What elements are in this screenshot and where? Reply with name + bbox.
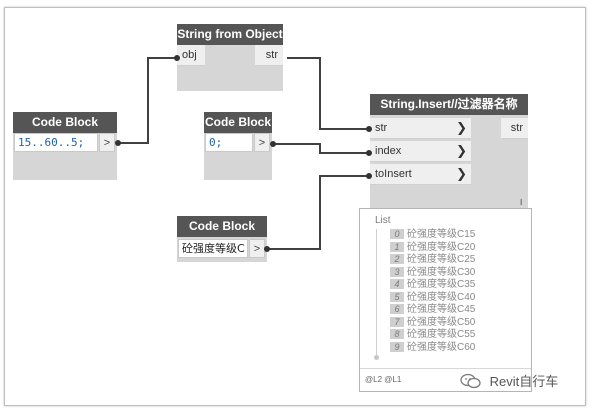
- wire-str-to-insert-str: [287, 57, 368, 130]
- node-string-insert[interactable]: String.Insert//过滤器名称 str ❯ index ❯ toIns…: [370, 94, 528, 210]
- connector-dot: [270, 141, 276, 147]
- connector-dot: [115, 140, 121, 146]
- wire-codeblock2-to-index: [272, 143, 368, 154]
- list-index: 1: [390, 241, 404, 252]
- watermark: Revit自行车: [460, 371, 558, 392]
- input-port-toinsert[interactable]: toInsert ❯: [370, 164, 471, 185]
- port-label: index: [375, 145, 402, 157]
- list-index: 2: [390, 254, 404, 264]
- list-index: 6: [390, 304, 404, 314]
- list-value: 砼强度等级C25: [407, 254, 476, 265]
- wire-codeblock1-to-obj: [117, 57, 177, 144]
- preview-title: List: [375, 215, 391, 226]
- connector-dot: [366, 150, 372, 156]
- chevron-right-icon: ❯: [456, 143, 467, 158]
- code-input[interactable]: 0;: [205, 133, 253, 152]
- list-index: 5: [390, 291, 404, 302]
- input-port-str[interactable]: str ❯: [370, 118, 471, 139]
- input-port-obj[interactable]: obj: [177, 45, 205, 66]
- list-rail: [376, 229, 377, 355]
- node-code-block-index[interactable]: Code Block 0; >: [204, 112, 272, 180]
- node-code-block-text[interactable]: Code Block 砼强度等级C >: [177, 216, 267, 262]
- list-value: 砼强度等级C60: [407, 341, 476, 353]
- output-port[interactable]: >: [254, 133, 270, 152]
- port-label: toInsert: [375, 168, 412, 180]
- code-input[interactable]: 砼强度等级C: [178, 239, 248, 258]
- node-string-from-object[interactable]: String from Object obj str: [177, 24, 283, 91]
- list-value: 砼强度等级C40: [407, 291, 476, 303]
- connector-dot: [366, 126, 372, 132]
- list-rail-end: [374, 355, 379, 360]
- list-value: 砼强度等级C30: [407, 266, 476, 278]
- output-port-str[interactable]: str: [501, 118, 528, 139]
- output-port[interactable]: >: [99, 133, 115, 152]
- list-value: 砼强度等级C20: [407, 241, 476, 253]
- connector-dot: [366, 173, 372, 179]
- list-value: 砼强度等级C45: [407, 304, 476, 315]
- chevron-right-icon: ❯: [456, 166, 467, 181]
- list-index: 4: [390, 279, 404, 289]
- node-code-block-range[interactable]: Code Block 15..60..5; >: [13, 112, 117, 180]
- connector-dot: [264, 246, 270, 252]
- list-index: 0: [390, 229, 404, 239]
- output-port[interactable]: >: [249, 239, 265, 258]
- input-port-index[interactable]: index ❯: [370, 141, 471, 162]
- list-index: 7: [390, 316, 404, 327]
- list-level-footer: @L2 @L1: [360, 368, 531, 391]
- node-title: Code Block: [204, 112, 272, 133]
- watermark-text: Revit自行车: [489, 374, 559, 389]
- list-index: 3: [390, 266, 404, 277]
- wechat-logo-icon: [460, 373, 482, 392]
- wire-codeblock3-to-toinsert: [266, 175, 368, 250]
- list-value: 砼强度等级C55: [407, 329, 476, 340]
- node-title: String.Insert//过滤器名称: [370, 94, 528, 115]
- chevron-right-icon: ❯: [456, 120, 467, 135]
- list-value: 砼强度等级C50: [407, 316, 476, 328]
- list-index: 8: [390, 329, 404, 339]
- output-port-str[interactable]: str: [255, 45, 283, 66]
- list-index: 9: [390, 341, 404, 352]
- connector-dot: [174, 55, 180, 61]
- node-title: Code Block: [177, 216, 267, 237]
- node-title: Code Block: [13, 112, 117, 133]
- code-input[interactable]: 15..60..5;: [14, 133, 98, 152]
- node-title: String from Object: [177, 24, 283, 45]
- list-value: 砼强度等级C15: [407, 229, 476, 240]
- port-label: str: [375, 122, 388, 134]
- list-value: 砼强度等级C35: [407, 279, 476, 290]
- lacing-indicator[interactable]: l: [520, 198, 522, 207]
